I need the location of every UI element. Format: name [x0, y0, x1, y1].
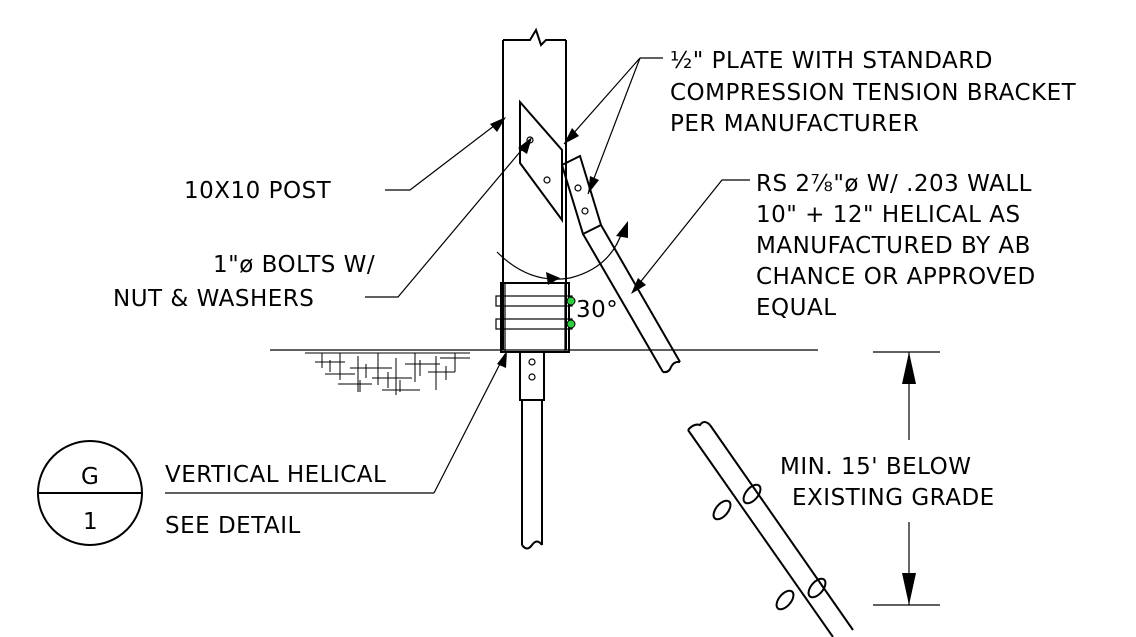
depth-label-line-2: EXISTING GRADE — [792, 485, 995, 511]
post-break-line — [503, 27, 566, 47]
pipe-callout-line-4: CHANCE OR APPROVED — [756, 264, 1036, 290]
plate-callout-line-1: ½" PLATE WITH STANDARD — [670, 48, 993, 74]
battered-pipe-upper — [560, 154, 681, 374]
angle-label: 30° — [576, 297, 618, 323]
bolt-end-icon — [566, 319, 576, 329]
angle-dimension: 30° — [496, 221, 628, 323]
detail-number: 1 — [83, 509, 98, 535]
vertical-helical-callout: VERTICAL HELICAL — [165, 462, 386, 488]
helix-plate — [712, 483, 762, 521]
battered-pipe-lower — [687, 421, 854, 637]
vertical-helical-pipe — [519, 351, 545, 550]
base-bracket — [495, 282, 576, 353]
bolts-callout-line-1: 1"ø BOLTS W/ — [213, 252, 375, 278]
plate-callout-line-3: PER MANUFACTURER — [670, 111, 919, 137]
plate-bolt-hole — [543, 176, 551, 184]
pipe-callout-line-1: RS 2⅞"ø W/ .203 WALL — [756, 171, 1032, 197]
detail-tag: G 1 — [37, 440, 143, 546]
plate-callout-line-2: COMPRESSION TENSION BRACKET — [670, 80, 1077, 106]
bolt — [495, 295, 576, 307]
post — [502, 27, 567, 350]
post-callout: 10X10 POST — [184, 178, 332, 204]
bolt — [495, 318, 576, 330]
ground — [270, 349, 818, 395]
depth-dimension: MIN. 15' BELOW EXISTING GRADE — [780, 351, 995, 606]
bolt-end-icon — [566, 296, 576, 306]
depth-label-line-1: MIN. 15' BELOW — [780, 454, 972, 480]
bolts-callout-line-2: NUT & WASHERS — [113, 286, 314, 312]
plate-bracket — [519, 99, 563, 224]
detail-letter: G — [81, 464, 99, 490]
soil-hatch — [305, 352, 470, 395]
see-detail-callout: SEE DETAIL — [165, 513, 301, 539]
leaders — [165, 57, 750, 494]
pipe-callout-line-5: EQUAL — [756, 295, 837, 321]
helix-plate — [775, 577, 827, 611]
pipe-callout-line-2: 10" + 12" HELICAL AS — [756, 202, 1021, 228]
pipe-callout-line-3: MANUFACTURED BY AB — [756, 233, 1031, 259]
